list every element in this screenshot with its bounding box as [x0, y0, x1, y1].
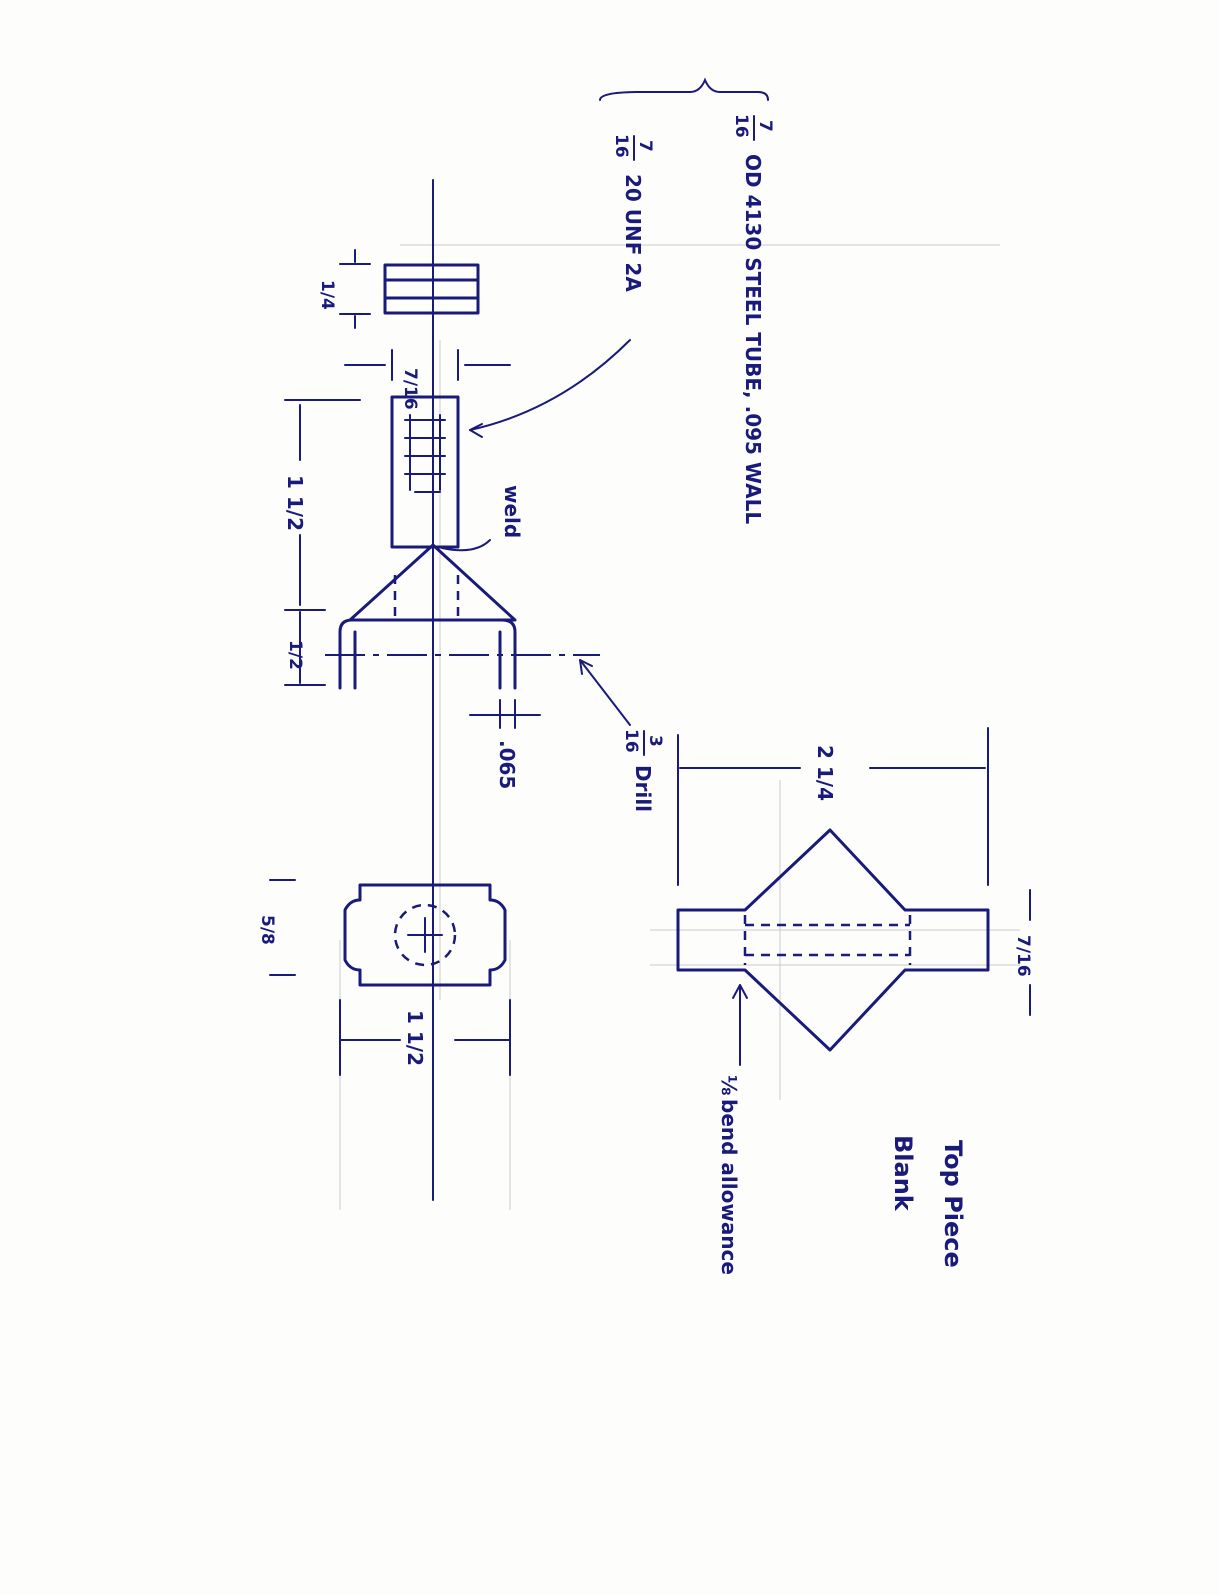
thread-length-label: 1 1/2 — [283, 475, 307, 531]
washer-thickness-label: 1/4 — [317, 280, 337, 310]
blank-title-line-1: Top Piece — [939, 1140, 967, 1268]
blank-width-dim: 7/16 — [1013, 889, 1033, 1016]
thread-spec-text: 20 UNF 2A — [621, 174, 645, 292]
svg-text:3: 3 — [645, 735, 665, 747]
tube-fraction-den: 16 — [731, 114, 751, 138]
svg-text:⅛: ⅛ — [717, 1075, 741, 1096]
washer-thickness-dim: 1/4 — [317, 249, 371, 329]
tube-od-label: 7/16 — [400, 368, 420, 410]
tube-fraction-num: 7 — [755, 120, 775, 132]
tube-spec-text: OD 4130 STEEL TUBE, .095 WALL — [741, 154, 765, 524]
thread-leader — [469, 339, 631, 431]
flange-length-label: 1/2 — [285, 640, 305, 670]
blank-title: Top Piece Blank — [889, 1135, 967, 1268]
thread-fraction-den: 16 — [611, 134, 631, 158]
bend-label: bend allowance — [717, 1099, 741, 1275]
bent-flange — [325, 618, 600, 690]
bend-note: ⅛ bend allowance — [717, 1075, 741, 1275]
blank-length-dim: 2 1/4 — [677, 727, 989, 886]
wall-thickness-dim: .065 — [469, 699, 541, 789]
flange-length-dim: 1/2 — [284, 609, 326, 686]
drill-note: 3 16 Drill — [621, 729, 665, 812]
thread-length-dim: 1 1/2 — [283, 399, 361, 606]
blank-title-line-2: Blank — [889, 1135, 917, 1212]
drill-label: Drill — [631, 765, 655, 812]
threaded-tube — [390, 395, 460, 549]
pencil-construction-lines — [339, 244, 1020, 1210]
tab-width-label: 5/8 — [257, 915, 277, 945]
top-piece-blank — [676, 828, 990, 1052]
thread-fraction-num: 7 — [635, 140, 655, 152]
blank-length-label: 2 1/4 — [813, 745, 837, 801]
tube-od-dim: 7/16 — [344, 349, 511, 410]
tab-plan-view — [343, 883, 507, 987]
blank-width-label: 7/16 — [1013, 935, 1033, 977]
tab-width-dim: 5/8 — [257, 879, 296, 976]
svg-text:16: 16 — [621, 729, 641, 753]
drill-leader — [579, 659, 631, 726]
note-brace — [599, 77, 769, 101]
wall-thickness-label: .065 — [495, 740, 519, 789]
weld-leader — [441, 539, 491, 552]
tab-length-label: 1 1/2 — [403, 1010, 427, 1066]
washer-side-view — [383, 263, 480, 315]
weld-label: weld — [500, 485, 524, 538]
tab-length-dim: 1 1/2 — [339, 999, 511, 1076]
tube-note: 7 16 OD 4130 STEEL TUBE, .095 WALL 7 16 … — [599, 77, 775, 524]
